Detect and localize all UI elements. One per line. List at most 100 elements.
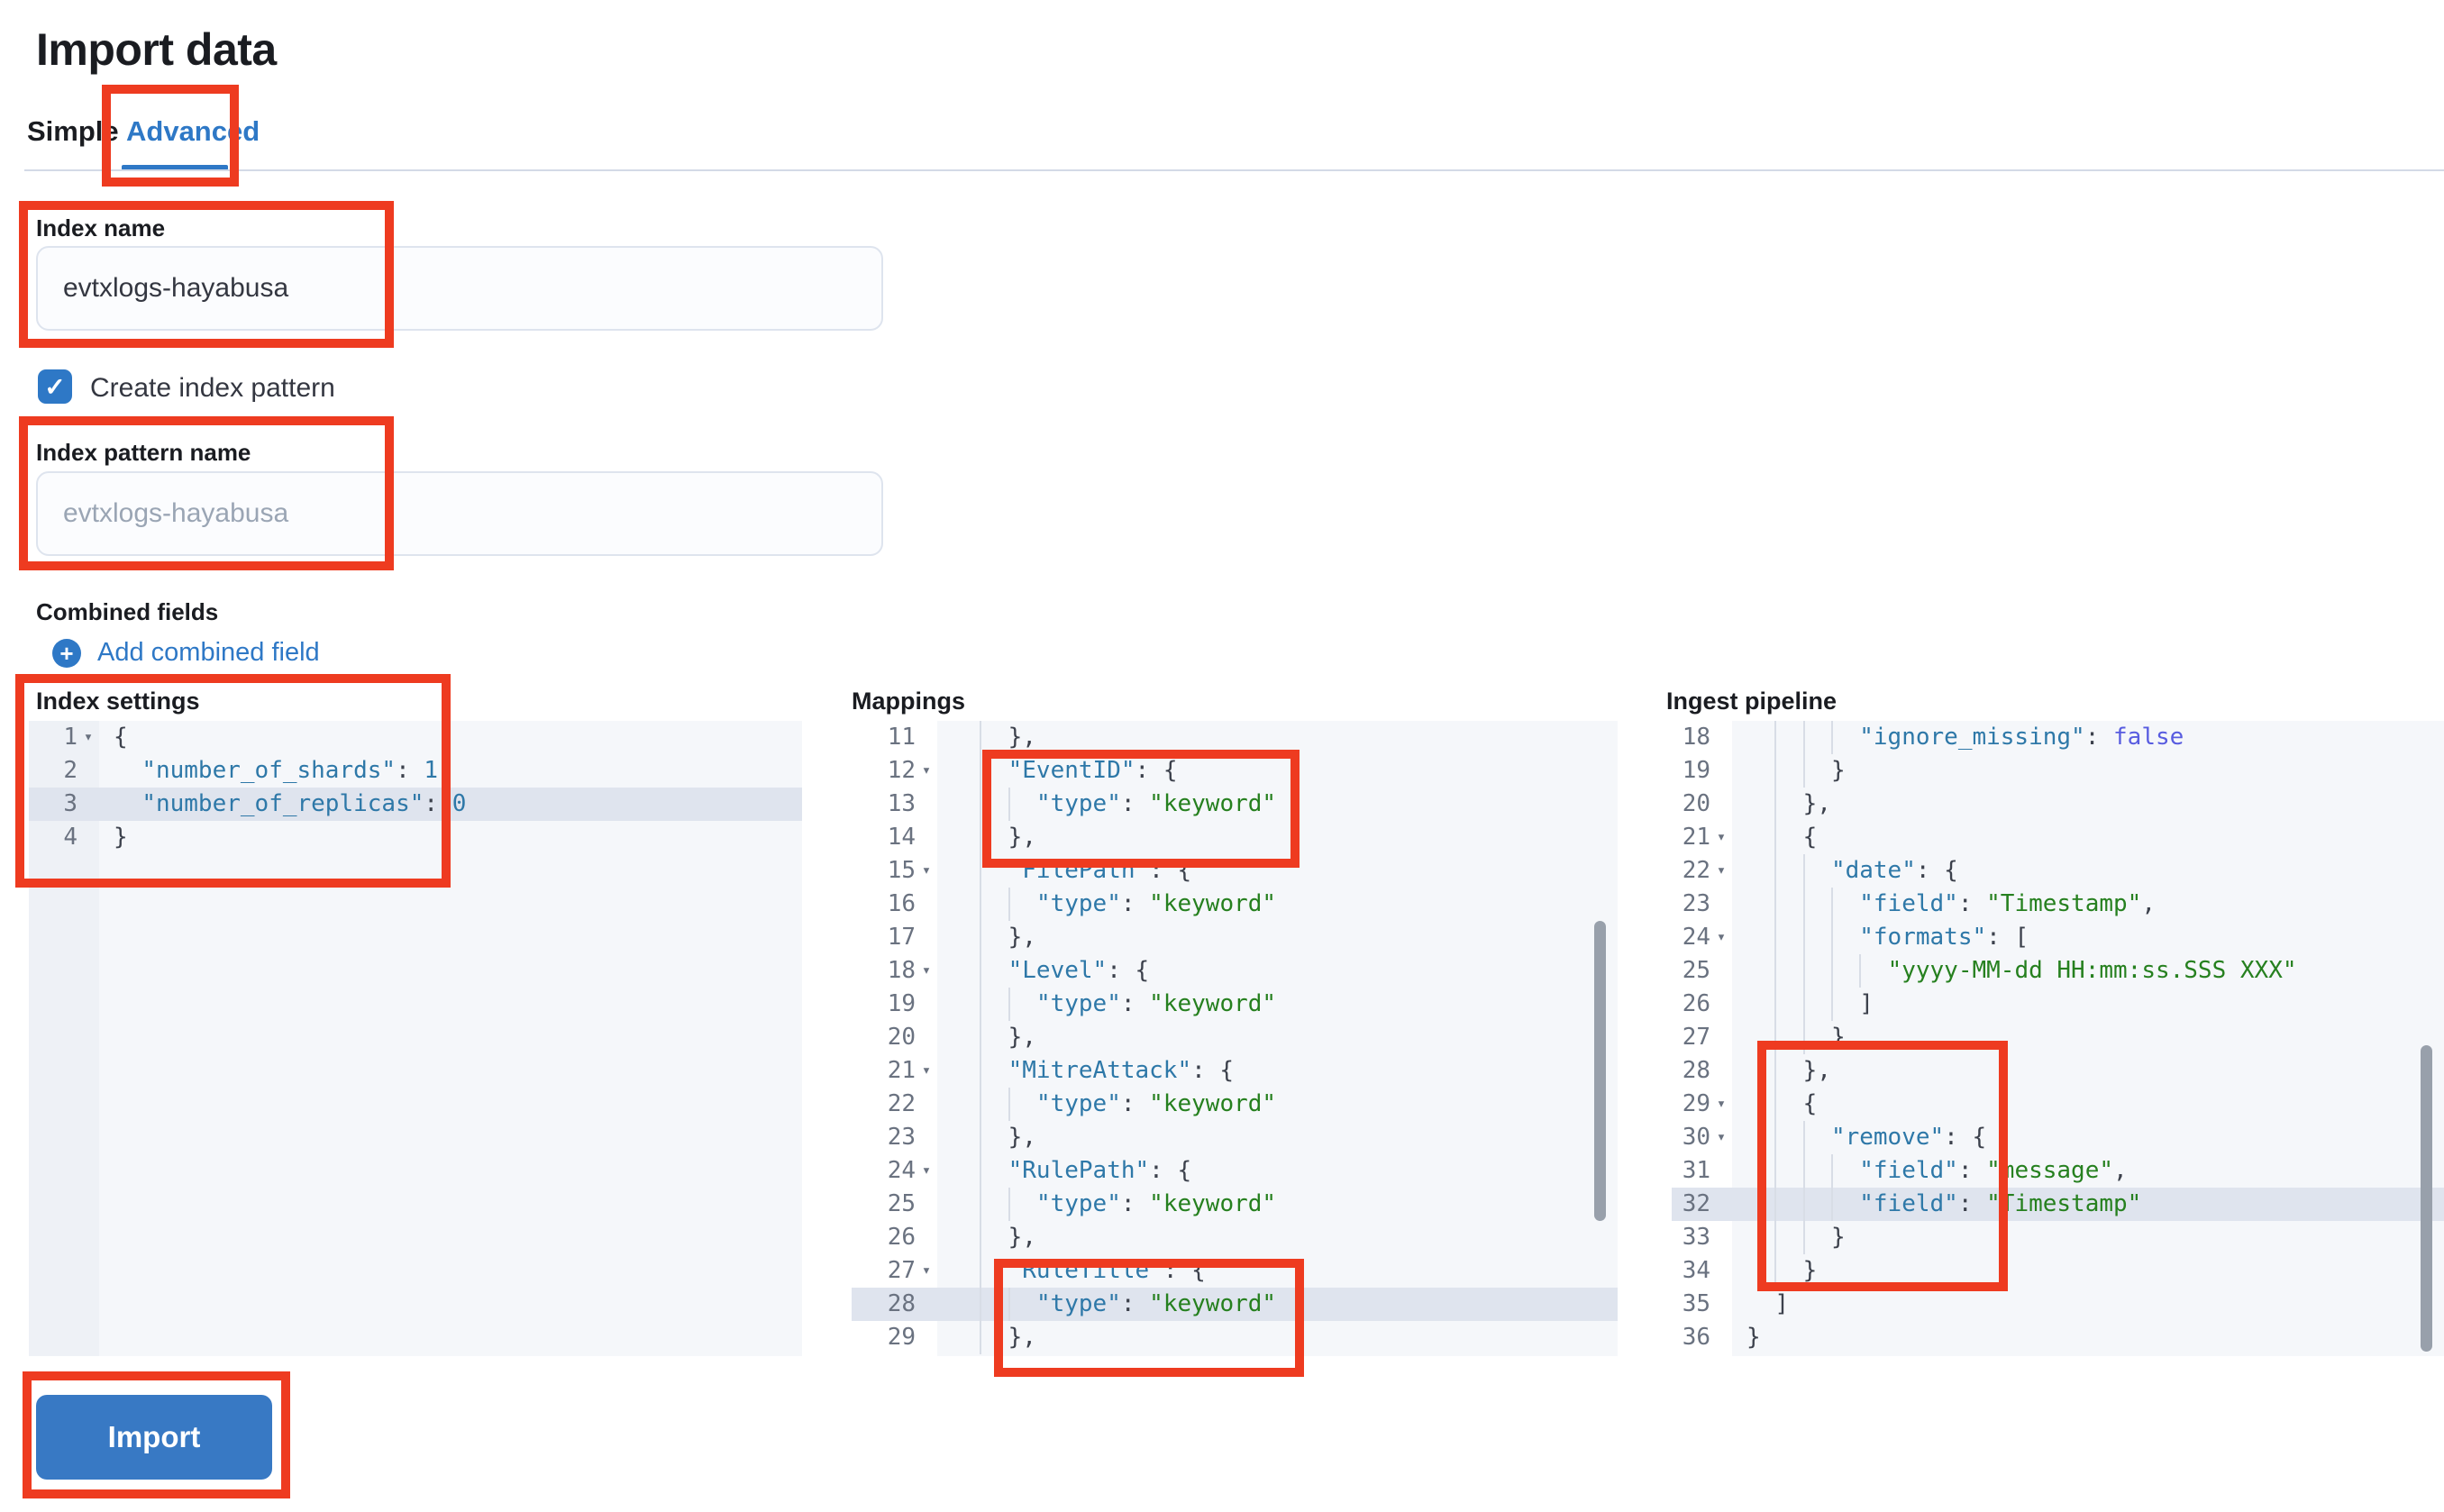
code-line[interactable]: "type": "keyword" xyxy=(937,988,1618,1021)
fold-arrow-icon[interactable]: ▾ xyxy=(1716,1095,1727,1113)
fold-arrow-icon[interactable]: ▾ xyxy=(1716,861,1727,879)
ingest-pipeline-scrollbar[interactable] xyxy=(2421,1045,2432,1352)
line-number[interactable]: 12▾ xyxy=(852,754,937,788)
code-line[interactable]: "EventID": { xyxy=(937,754,1618,788)
code-line[interactable]: "date": { xyxy=(1732,854,2444,888)
code-line[interactable]: { xyxy=(114,724,128,751)
fold-arrow-icon[interactable]: ▾ xyxy=(1716,828,1727,846)
code-line[interactable]: } xyxy=(1746,1324,1761,1351)
tab-simple[interactable]: Simple xyxy=(27,115,119,147)
index-pattern-name-input[interactable] xyxy=(36,471,883,556)
line-number[interactable]: 13 xyxy=(887,790,916,817)
line-number[interactable]: 23 xyxy=(887,1124,916,1151)
line-number[interactable]: 17 xyxy=(887,924,916,951)
code-line[interactable]: "yyyy-MM-dd HH:mm:ss.SSS XXX" xyxy=(1732,954,2444,988)
code-line[interactable]: { xyxy=(1732,1088,2444,1121)
index-settings-code[interactable]: { "number_of_shards": 1, "number_of_repl… xyxy=(99,721,802,1356)
code-line[interactable]: "Level": { xyxy=(937,954,1618,988)
line-number[interactable]: 29▾ xyxy=(1672,1088,1732,1121)
code-line[interactable]: }, xyxy=(937,821,1618,854)
code-line[interactable]: "RulePath": { xyxy=(937,1154,1618,1188)
line-number[interactable]: 34 xyxy=(1682,1257,1710,1284)
index-settings-editor[interactable]: 1▾ 2 3 4 { "number_of_shards": 1, "number_o… xyxy=(29,721,802,1356)
line-number[interactable]: 23 xyxy=(1682,890,1710,917)
line-number[interactable]: 4 xyxy=(63,824,78,851)
line-number[interactable]: 27 xyxy=(1682,1024,1710,1051)
line-number[interactable]: 22▾ xyxy=(1672,854,1732,888)
code-line[interactable]: "remove": { xyxy=(1732,1121,2444,1154)
line-number[interactable]: 25 xyxy=(1682,957,1710,984)
code-line[interactable]: "type": "keyword" xyxy=(937,1088,1618,1121)
fold-arrow-icon[interactable]: ▾ xyxy=(921,1161,932,1180)
line-number[interactable]: 28 xyxy=(852,1288,937,1321)
fold-arrow-icon[interactable]: ▾ xyxy=(1716,1128,1727,1146)
code-line[interactable]: "FilePath": { xyxy=(937,854,1618,888)
fold-arrow-icon[interactable]: ▾ xyxy=(1716,928,1727,946)
fold-arrow-icon[interactable]: ▾ xyxy=(921,1262,932,1280)
code-line[interactable]: "field": "Timestamp" xyxy=(1732,1188,2444,1221)
code-line[interactable]: "type": "keyword" xyxy=(937,1288,1618,1321)
line-number[interactable]: 20 xyxy=(887,1024,916,1051)
code-line[interactable]: "field": "Timestamp", xyxy=(1732,888,2444,921)
ingest-pipeline-code[interactable]: "ignore_missing": false } }, { "date": {… xyxy=(1732,721,2444,1356)
line-number[interactable]: 36 xyxy=(1682,1324,1710,1351)
line-number[interactable]: 1▾ xyxy=(29,721,99,754)
code-line[interactable]: } xyxy=(1732,754,2444,788)
line-number[interactable]: 35 xyxy=(1682,1290,1710,1317)
line-number[interactable]: 21▾ xyxy=(852,1054,937,1088)
line-number[interactable]: 26 xyxy=(1682,990,1710,1017)
line-number[interactable]: 19 xyxy=(1682,757,1710,784)
code-line[interactable]: }, xyxy=(937,1221,1618,1254)
tab-advanced[interactable]: Advanced xyxy=(126,115,260,147)
code-line[interactable]: } xyxy=(114,824,128,851)
code-line[interactable]: } xyxy=(1732,1221,2444,1254)
code-line[interactable]: }, xyxy=(937,921,1618,954)
code-line[interactable]: "formats": [ xyxy=(1732,921,2444,954)
mappings-scrollbar[interactable] xyxy=(1594,921,1606,1221)
code-line[interactable]: "field": "message", xyxy=(1732,1154,2444,1188)
code-line[interactable]: }, xyxy=(937,721,1618,754)
fold-arrow-icon[interactable]: ▾ xyxy=(921,1061,932,1079)
line-number[interactable]: 18▾ xyxy=(852,954,937,988)
code-line[interactable]: }, xyxy=(937,1021,1618,1054)
index-name-input[interactable] xyxy=(36,246,883,331)
line-number[interactable]: 28 xyxy=(1682,1057,1710,1084)
code-line[interactable]: }, xyxy=(937,1321,1618,1354)
code-line[interactable]: "type": "keyword" xyxy=(937,888,1618,921)
code-line[interactable]: "MitreAttack": { xyxy=(937,1054,1618,1088)
create-index-pattern-checkbox[interactable]: ✓ xyxy=(38,369,72,404)
fold-arrow-icon[interactable]: ▾ xyxy=(921,861,932,879)
line-number[interactable]: 29 xyxy=(887,1324,916,1351)
fold-arrow-icon[interactable]: ▾ xyxy=(921,961,932,979)
code-line[interactable]: ] xyxy=(1732,988,2444,1021)
add-combined-field-link[interactable]: + Add combined field xyxy=(52,638,320,668)
code-line[interactable]: "RuleTitle": { xyxy=(937,1254,1618,1288)
line-number[interactable]: 11 xyxy=(887,724,916,751)
line-number[interactable]: 27▾ xyxy=(852,1254,937,1288)
fold-arrow-icon[interactable]: ▾ xyxy=(83,728,94,746)
line-number[interactable]: 15▾ xyxy=(852,854,937,888)
line-number[interactable]: 22 xyxy=(887,1090,916,1117)
line-number[interactable]: 20 xyxy=(1682,790,1710,817)
line-number[interactable]: 26 xyxy=(887,1224,916,1251)
code-line[interactable]: "number_of_replicas": 0 xyxy=(99,788,802,821)
line-number[interactable]: 3 xyxy=(29,788,99,821)
code-line[interactable]: } xyxy=(1732,1254,2444,1288)
code-line[interactable]: ] xyxy=(1774,1290,1789,1317)
line-number[interactable]: 24▾ xyxy=(852,1154,937,1188)
code-line[interactable]: "type": "keyword" xyxy=(937,788,1618,821)
line-number[interactable]: 14 xyxy=(887,824,916,851)
code-line[interactable]: }, xyxy=(937,1121,1618,1154)
code-line[interactable]: }, xyxy=(1732,788,2444,821)
code-line[interactable]: } xyxy=(1732,1021,2444,1054)
code-line[interactable]: "ignore_missing": false xyxy=(1732,721,2444,754)
mappings-code[interactable]: }, "EventID": { "type": "keyword" }, "Fi… xyxy=(937,721,1618,1356)
line-number[interactable]: 16 xyxy=(887,890,916,917)
line-number[interactable]: 2 xyxy=(63,757,78,784)
line-number[interactable]: 18 xyxy=(1682,724,1710,751)
line-number[interactable]: 32 xyxy=(1672,1188,1732,1221)
code-line[interactable]: }, xyxy=(1732,1054,2444,1088)
line-number[interactable]: 19 xyxy=(887,990,916,1017)
